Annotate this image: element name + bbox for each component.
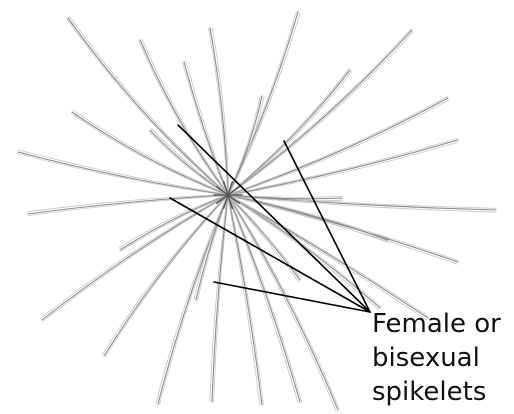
annotation-line-1: Female or xyxy=(372,307,501,341)
spikelet-stroke-5-2 xyxy=(228,72,351,196)
spikelet-stroke-24-3 xyxy=(228,95,261,194)
spikelet-stroke-18-2 xyxy=(102,195,227,355)
spikelet-stroke-18-3 xyxy=(105,195,228,357)
pointer-line-4 xyxy=(214,282,370,312)
spikelet-stroke-8-3 xyxy=(228,138,458,194)
spikelet-stroke-6-3 xyxy=(228,29,411,195)
annotation-line-2: bisexual xyxy=(372,341,501,375)
spikelet-stroke-5-3 xyxy=(228,69,349,195)
spikelet-stroke-18-1 xyxy=(104,195,228,356)
annotation-label: Female or bisexual spikelets xyxy=(372,307,501,409)
spikelet-stroke-5-1 xyxy=(228,70,350,195)
spikelet-stroke-7-1 xyxy=(228,98,448,195)
spikelet-stroke-7-2 xyxy=(228,100,449,196)
spikelet-stroke-14-1 xyxy=(228,195,300,402)
spikelet-stroke-19-3 xyxy=(43,195,228,321)
annotation-line-3: spikelets xyxy=(372,375,501,409)
spikelet-stroke-19-1 xyxy=(42,195,228,320)
spikelet-stroke-1-1 xyxy=(68,18,228,195)
